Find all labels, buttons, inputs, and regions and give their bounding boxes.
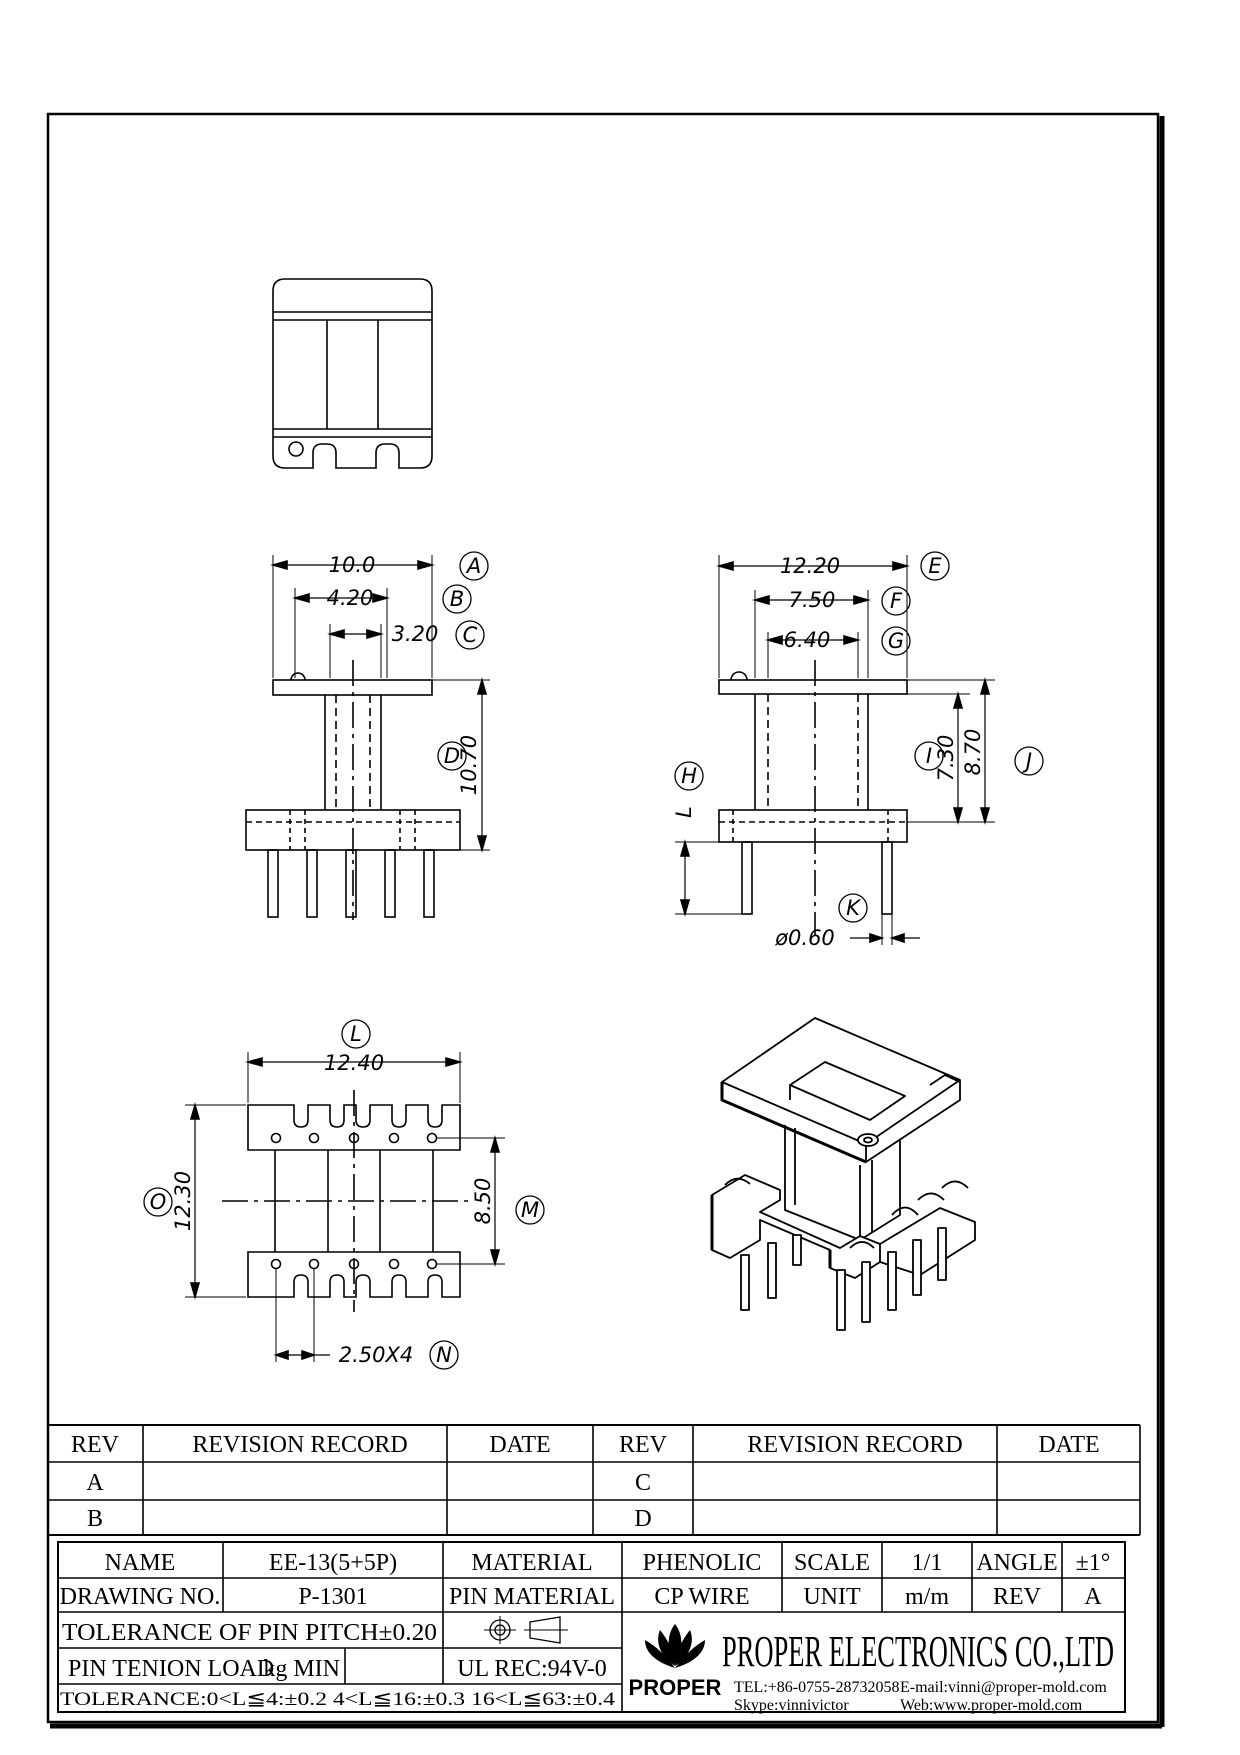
callout-i: I bbox=[914, 741, 944, 771]
dim-h: L bbox=[672, 806, 696, 818]
svg-text:L: L bbox=[350, 1022, 362, 1046]
dim-m: 8.50 bbox=[471, 1178, 495, 1225]
company-skype: Skype:vinnivictor bbox=[734, 1697, 849, 1714]
drawing-no-label: DRAWING NO. bbox=[60, 1584, 221, 1610]
svg-text:I: I bbox=[926, 744, 932, 768]
angle-label: ANGLE bbox=[976, 1550, 1057, 1576]
date-header-1: DATE bbox=[489, 1432, 550, 1458]
callout-d: D bbox=[437, 741, 467, 771]
dim-j: 8.70 bbox=[961, 729, 985, 776]
dim-g: 6.40 bbox=[784, 628, 831, 652]
revision-table: REV REVISION RECORD DATE REV REVISION RE… bbox=[48, 1424, 1141, 1536]
dim-e: 12.20 bbox=[780, 554, 840, 578]
unit-value: m/m bbox=[905, 1584, 949, 1610]
svg-text:D: D bbox=[444, 744, 460, 768]
rev-header-1: REV bbox=[71, 1432, 120, 1458]
svg-text:M: M bbox=[521, 1198, 539, 1222]
svg-text:A: A bbox=[465, 554, 481, 578]
rev-value: A bbox=[1084, 1584, 1102, 1610]
rev-row-b: B bbox=[87, 1506, 103, 1532]
pin-load-label: PIN TENION LOAD bbox=[68, 1656, 274, 1682]
angle-value: ±1° bbox=[1076, 1550, 1111, 1576]
company-name: PROPER ELECTRONICS CO.,LTD bbox=[722, 1627, 1114, 1676]
callout-g: G bbox=[881, 626, 911, 656]
callout-k: K bbox=[838, 893, 868, 923]
callout-h: H bbox=[674, 761, 704, 791]
callout-b: B bbox=[442, 584, 472, 614]
callout-l: L bbox=[341, 1019, 371, 1049]
rev-label: REV bbox=[993, 1584, 1042, 1610]
callout-c: C bbox=[455, 620, 485, 650]
scale-value: 1/1 bbox=[912, 1550, 943, 1576]
svg-text:O: O bbox=[150, 1190, 167, 1214]
isometric-view bbox=[710, 1017, 976, 1331]
rev-row-c: C bbox=[635, 1470, 651, 1496]
svg-text:E: E bbox=[928, 554, 942, 578]
callout-f: F bbox=[881, 586, 911, 616]
title-block: NAME EE-13(5+5P) MATERIAL PHENOLIC SCALE… bbox=[57, 1541, 1126, 1713]
top-view bbox=[272, 278, 433, 469]
pin-material-value: CP WIRE bbox=[654, 1584, 749, 1610]
ul-rec: UL REC:94V-0 bbox=[457, 1656, 607, 1682]
material-value: PHENOLIC bbox=[643, 1550, 762, 1576]
callout-n: N bbox=[429, 1340, 459, 1370]
svg-text:H: H bbox=[681, 764, 697, 788]
dim-d: 10.70 bbox=[457, 735, 481, 795]
dim-n: 2.50X4 bbox=[339, 1343, 414, 1367]
svg-text:G: G bbox=[888, 629, 904, 653]
callout-j: J bbox=[1014, 746, 1044, 776]
front-view bbox=[245, 555, 490, 920]
dim-b: 4.20 bbox=[327, 586, 374, 610]
pin-load-unit: kg MIN bbox=[263, 1656, 340, 1682]
svg-text:F: F bbox=[890, 589, 903, 613]
svg-text:J: J bbox=[1022, 749, 1032, 773]
dim-l: 12.40 bbox=[324, 1051, 384, 1075]
company-tel: TEL:+86-0755-28732058 bbox=[734, 1679, 899, 1696]
callout-markers: A B C D E F G H I J K L M N O bbox=[143, 551, 1044, 1370]
rev-row-a: A bbox=[86, 1470, 104, 1496]
name-label: NAME bbox=[105, 1550, 176, 1576]
pin-material-label: PIN MATERIAL bbox=[449, 1584, 615, 1610]
side-view bbox=[675, 555, 995, 945]
material-label: MATERIAL bbox=[471, 1550, 592, 1576]
bottom-view bbox=[185, 1052, 505, 1362]
company-email: E-mail:vinni@proper-mold.com bbox=[900, 1679, 1107, 1696]
tolerance-general: TOLERANCE:0<L≦4:±0.2 4<L≦16:±0.3 16<L≦63… bbox=[60, 1689, 616, 1710]
dim-a: 10.0 bbox=[329, 553, 376, 577]
dim-f: 7.50 bbox=[789, 588, 836, 612]
dim-k: ø0.60 bbox=[774, 926, 835, 950]
tolerance-pitch: TOLERANCE OF PIN PITCH±0.20 bbox=[62, 1620, 437, 1646]
rev-header-2: REV bbox=[619, 1432, 668, 1458]
callout-a: A bbox=[459, 551, 489, 581]
date-header-2: DATE bbox=[1038, 1432, 1099, 1458]
dim-c: 3.20 bbox=[392, 622, 439, 646]
callout-e: E bbox=[920, 551, 950, 581]
callout-m: M bbox=[515, 1195, 545, 1225]
company-web: Web:www.proper-mold.com bbox=[900, 1697, 1083, 1714]
svg-text:B: B bbox=[450, 587, 464, 611]
brand-wordmark: PROPER bbox=[629, 1675, 722, 1700]
dim-o: 12.30 bbox=[171, 1171, 195, 1231]
scale-label: SCALE bbox=[794, 1550, 870, 1576]
name-value: EE-13(5+5P) bbox=[269, 1550, 397, 1576]
unit-label: UNIT bbox=[803, 1584, 861, 1610]
sheet-border bbox=[46, 112, 1160, 1724]
svg-text:C: C bbox=[463, 623, 478, 647]
svg-text:K: K bbox=[846, 896, 862, 920]
projection-symbol-icon bbox=[484, 1616, 568, 1644]
drawing-no-value: P-1301 bbox=[298, 1584, 367, 1610]
revision-record-header-2: REVISION RECORD bbox=[747, 1432, 962, 1458]
rev-row-d: D bbox=[634, 1506, 651, 1532]
revision-record-header-1: REVISION RECORD bbox=[192, 1432, 407, 1458]
company-block: PROPER PROPER ELECTRONICS CO.,LTD TEL:+8… bbox=[629, 1624, 1114, 1714]
lotus-logo-icon bbox=[645, 1624, 705, 1668]
callout-o: O bbox=[143, 1187, 173, 1217]
dim-i: 7.30 bbox=[934, 735, 958, 782]
svg-text:N: N bbox=[436, 1343, 452, 1367]
